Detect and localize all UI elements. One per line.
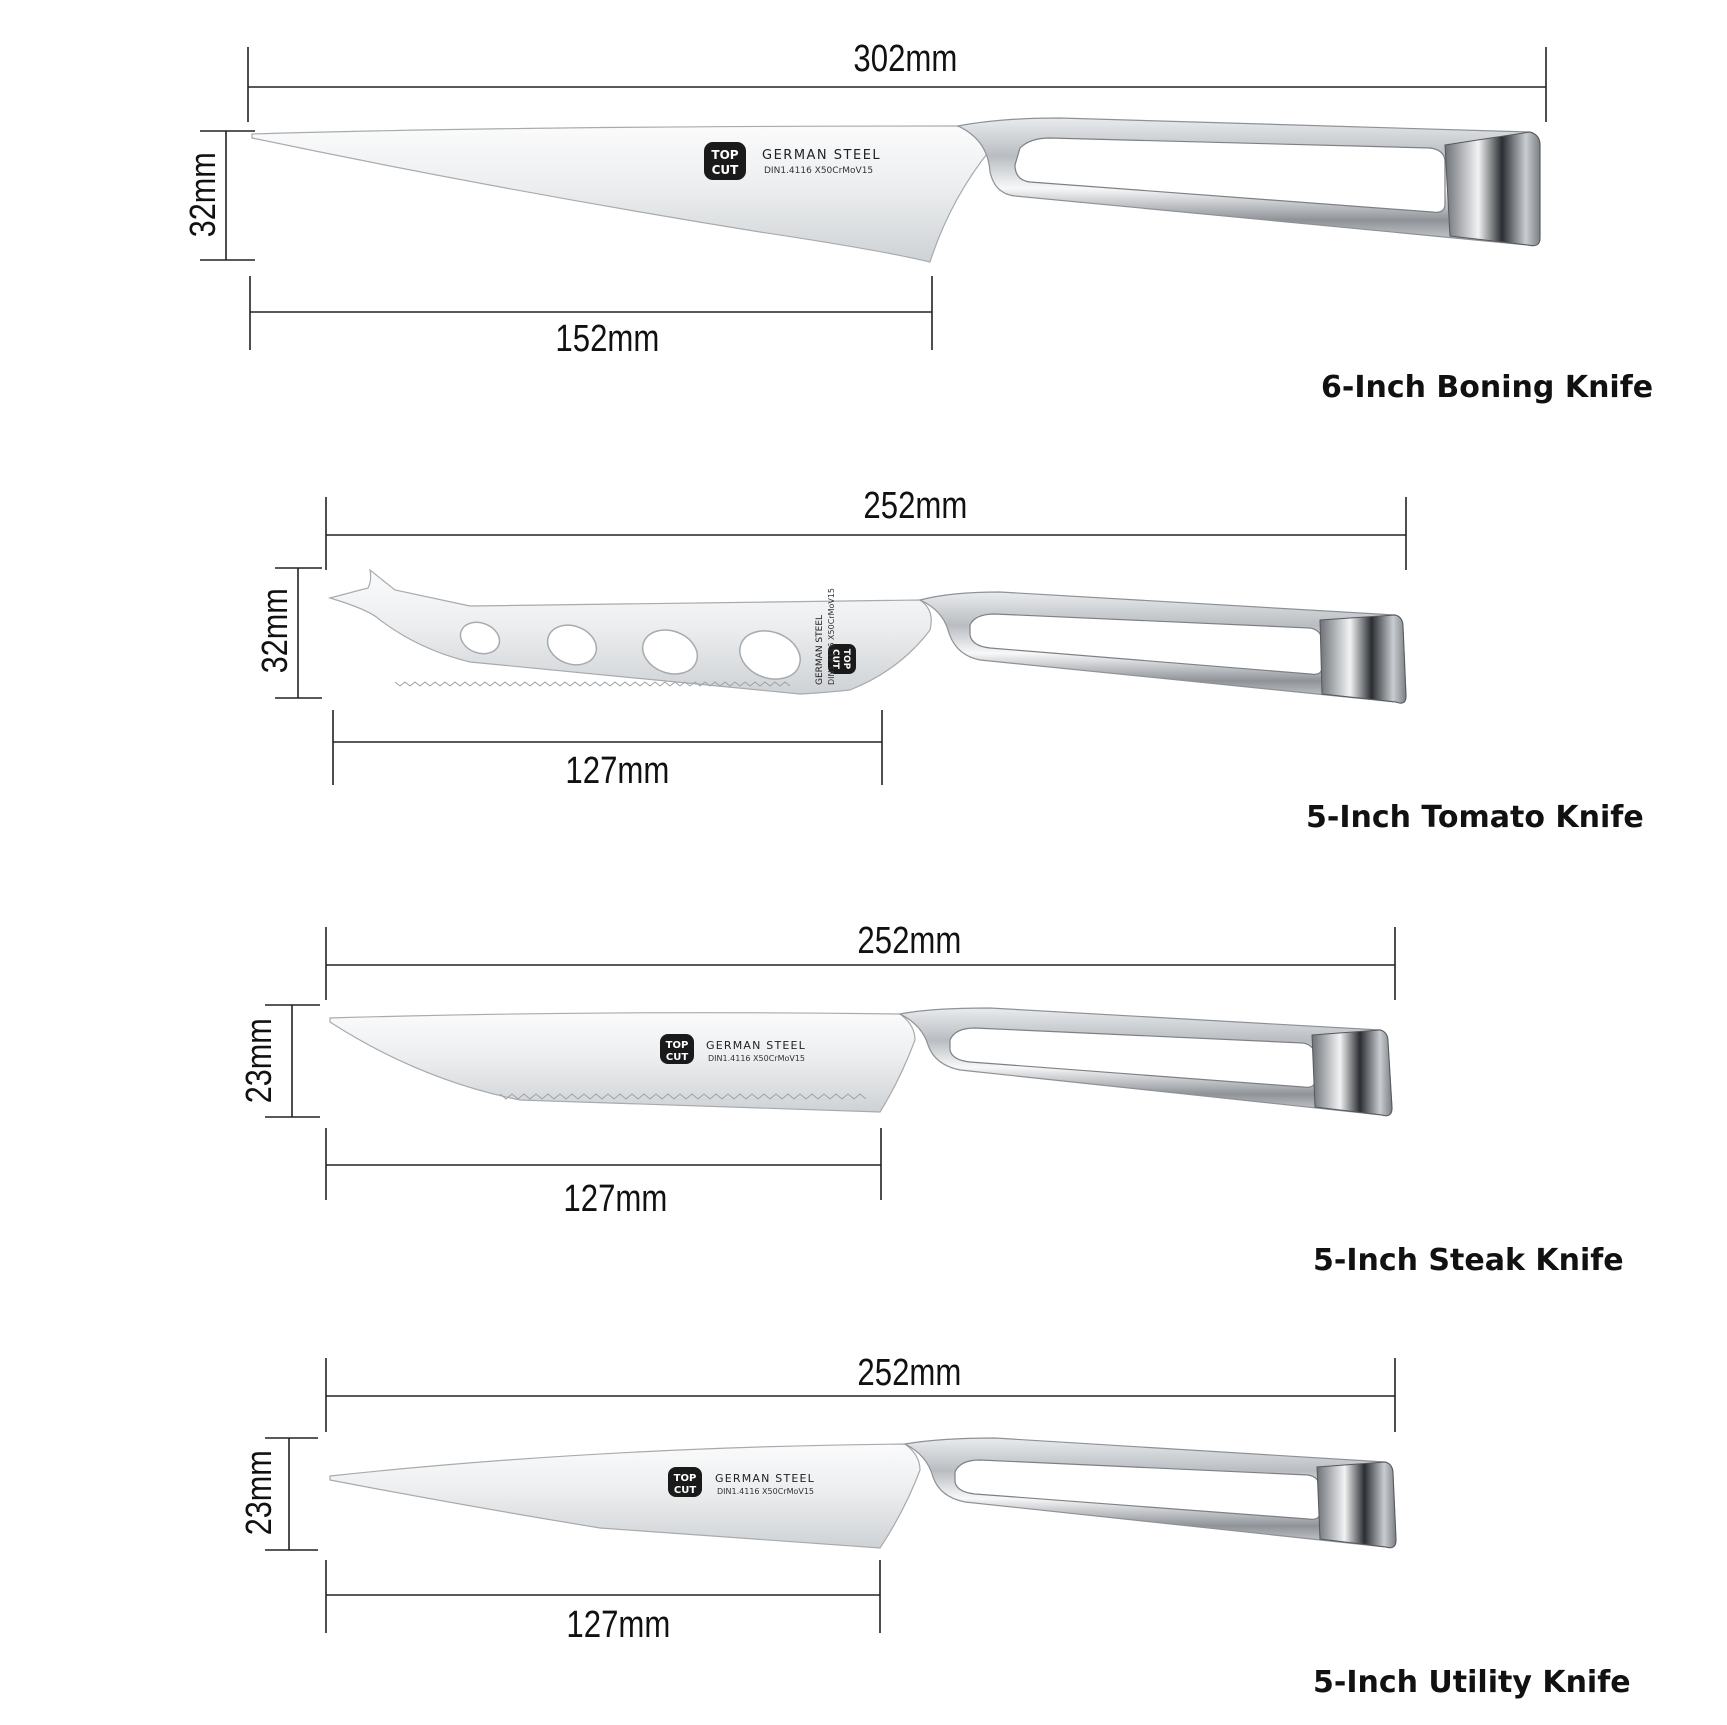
utility-logo-top: TOP	[674, 1473, 697, 1484]
tomato-dimension-lines	[275, 497, 1407, 785]
tomato-blade-length: 127mm	[565, 750, 670, 792]
steak-blade-width: 23mm	[238, 1018, 279, 1104]
steak-logo-top: TOP	[666, 1040, 689, 1051]
boning-blade-length: 152mm	[555, 318, 660, 360]
steak-end-cap	[1311, 1029, 1393, 1117]
tomato-logo-top: TOP	[841, 649, 851, 670]
steak-serration	[499, 1093, 867, 1100]
boning-logo-bottom: CUT	[712, 163, 740, 177]
steak-steel-spec: DIN1.4116 X50CrMoV15	[708, 1054, 805, 1063]
tomato-knife: TOP CUT GERMAN STEEL DIN1.4116 X50CrMoV1…	[275, 497, 1407, 785]
utility-blade-width: 23mm	[238, 1450, 279, 1536]
tomato-logo-icon	[828, 644, 856, 674]
steak-dimension-lines	[265, 927, 1396, 1200]
tomato-steel-group: GERMAN STEEL DIN1.4116 X50CrMoV15	[815, 588, 836, 685]
boning-knife-title: 6-Inch Boning Knife	[1321, 370, 1654, 405]
boning-logo-top: TOP	[711, 148, 738, 162]
tomato-steel-spec: DIN1.4116 X50CrMoV15	[827, 588, 836, 685]
steak-logo-icon	[660, 1034, 694, 1064]
utility-overall-length: 252mm	[857, 1352, 962, 1394]
utility-dimension-lines	[265, 1358, 1396, 1633]
tomato-blade-hole	[641, 629, 699, 675]
tomato-blade-width: 32mm	[254, 588, 295, 674]
tomato-logo-bottom: CUT	[830, 649, 840, 670]
utility-logo-bottom: CUT	[674, 1485, 696, 1496]
tomato-serration	[394, 681, 791, 687]
boning-handle-cutout	[1014, 137, 1446, 213]
boning-steel-spec: DIN1.4116 X50CrMoV15	[764, 166, 873, 176]
utility-knife-title: 5-Inch Utility Knife	[1313, 1665, 1631, 1700]
steak-logo-bottom: CUT	[666, 1052, 688, 1063]
boning-blade	[251, 125, 991, 263]
tomato-overall-length: 252mm	[863, 485, 968, 527]
boning-end-cap	[1444, 131, 1541, 247]
utility-blade-length: 127mm	[566, 1604, 671, 1646]
boning-overall-length: 302mm	[853, 38, 958, 80]
tomato-blade-hole	[739, 630, 801, 680]
boning-dimension-lines	[200, 47, 1547, 350]
boning-blade-width: 32mm	[182, 152, 223, 238]
utility-blade	[329, 1443, 921, 1549]
tomato-knife-title: 5-Inch Tomato Knife	[1306, 800, 1644, 835]
utility-knife: TOP CUT GERMAN STEEL DIN1.4116 X50CrMoV1…	[265, 1358, 1397, 1633]
boning-logo-icon	[704, 142, 746, 180]
tomato-blade-hole	[546, 624, 598, 666]
steak-knife: TOP CUT GERMAN STEEL DIN1.4116 X50CrMoV1…	[265, 927, 1396, 1200]
utility-steel-spec: DIN1.4116 X50CrMoV15	[717, 1487, 814, 1496]
boning-knife: TOP CUT GERMAN STEEL DIN1.4116 X50CrMoV1…	[200, 47, 1547, 350]
utility-end-cap	[1316, 1461, 1397, 1549]
tomato-logo-group: TOP CUT	[828, 644, 856, 674]
steak-blade	[329, 1012, 916, 1113]
steak-overall-length: 252mm	[857, 920, 962, 962]
tomato-blade	[327, 568, 932, 695]
steak-knife-title: 5-Inch Steak Knife	[1313, 1243, 1624, 1278]
tomato-end-cap	[1319, 614, 1407, 704]
steak-steel-title: GERMAN STEEL	[706, 1039, 806, 1052]
steak-blade-length: 127mm	[563, 1178, 668, 1220]
utility-logo-icon	[668, 1467, 702, 1497]
tomato-steel-title: GERMAN STEEL	[815, 615, 825, 685]
utility-steel-title: GERMAN STEEL	[715, 1472, 815, 1485]
tomato-blade-hole	[459, 621, 501, 655]
boning-steel-title: GERMAN STEEL	[762, 148, 881, 163]
